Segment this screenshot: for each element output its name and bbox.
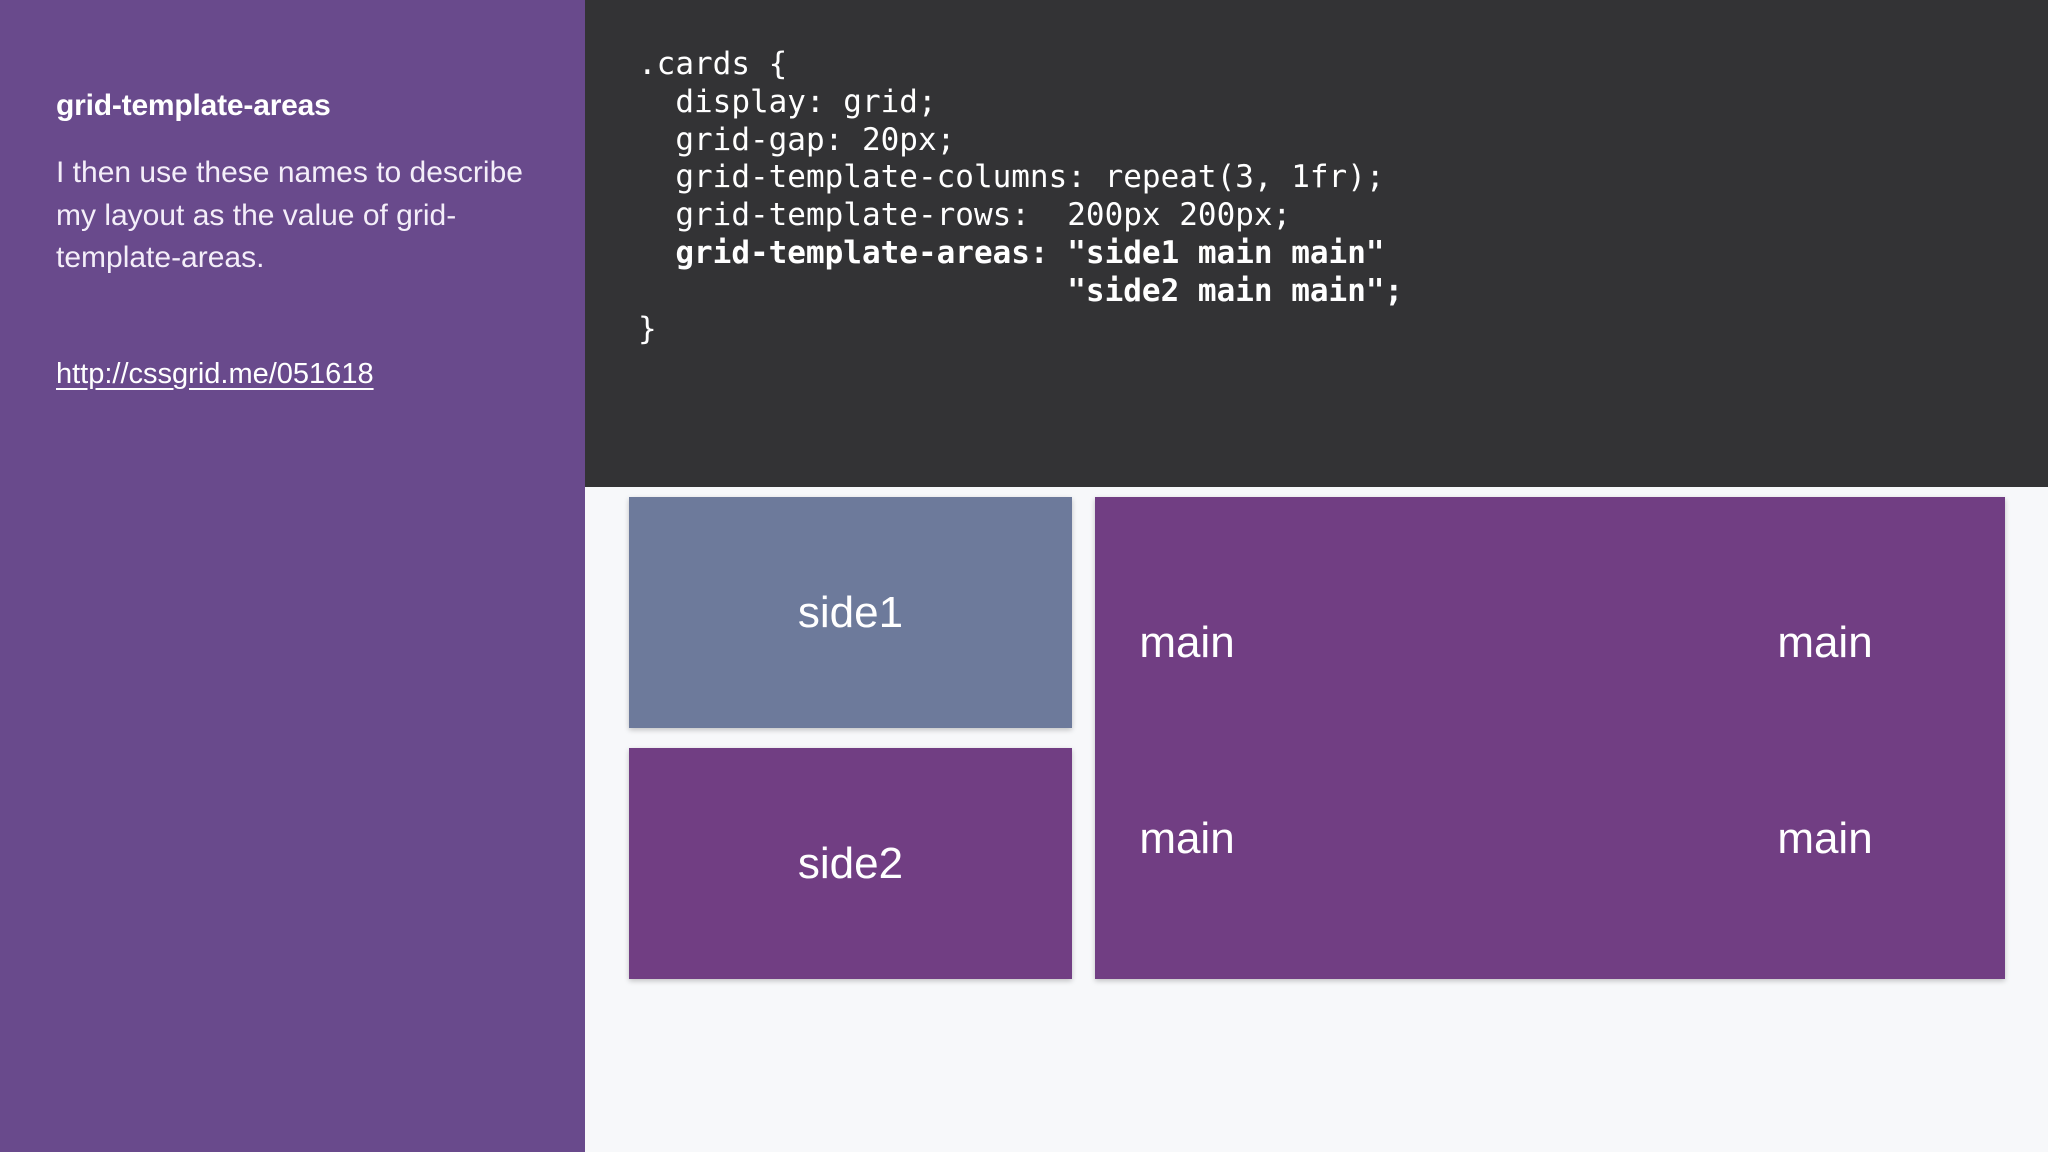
grid-cell-main-label: main <box>1139 814 1235 863</box>
code-line-highlighted: grid-template-areas: "side1 main main" <box>638 235 1385 272</box>
grid-cell-side1: side1 <box>629 497 1072 728</box>
code-line: grid-template-rows: 200px 200px; <box>638 197 1292 234</box>
code-line: grid-gap: 20px; <box>638 121 956 158</box>
grid-cell-side2-label: side2 <box>797 838 904 888</box>
code-line: display: grid; <box>638 83 937 120</box>
code-line: .cards { <box>638 46 788 82</box>
grid-cell-main-label: main <box>1777 814 1873 863</box>
code-line: grid-template-columns: repeat(3, 1fr); <box>638 159 1385 196</box>
grid-demo-area: side1 side2 main main main main <box>585 487 2048 1152</box>
code-panel: .cards { display: grid; grid-gap: 20px; … <box>585 0 2048 487</box>
code-line-highlighted: "side2 main main"; <box>638 272 1404 309</box>
grid-cell-main-label: main <box>1139 618 1235 667</box>
sidebar-description: I then use these names to describe my la… <box>56 156 523 275</box>
sidebar-link-container: http://cssgrid.me/051618 <box>56 358 529 391</box>
css-code-block: .cards { display: grid; grid-gap: 20px; … <box>638 46 2048 349</box>
demo-url-link[interactable]: http://cssgrid.me/051618 <box>56 357 374 390</box>
grid-cell-main-label: main <box>1777 618 1873 667</box>
grid-cell-main: main main main main <box>1095 497 2005 979</box>
sidebar: grid-template-areas I then use these nam… <box>0 0 585 1152</box>
page-title: grid-template-areas <box>56 89 331 122</box>
code-line: } <box>638 310 657 347</box>
grid-cell-side1-label: side1 <box>797 587 904 637</box>
grid-cell-side2: side2 <box>629 748 1072 979</box>
